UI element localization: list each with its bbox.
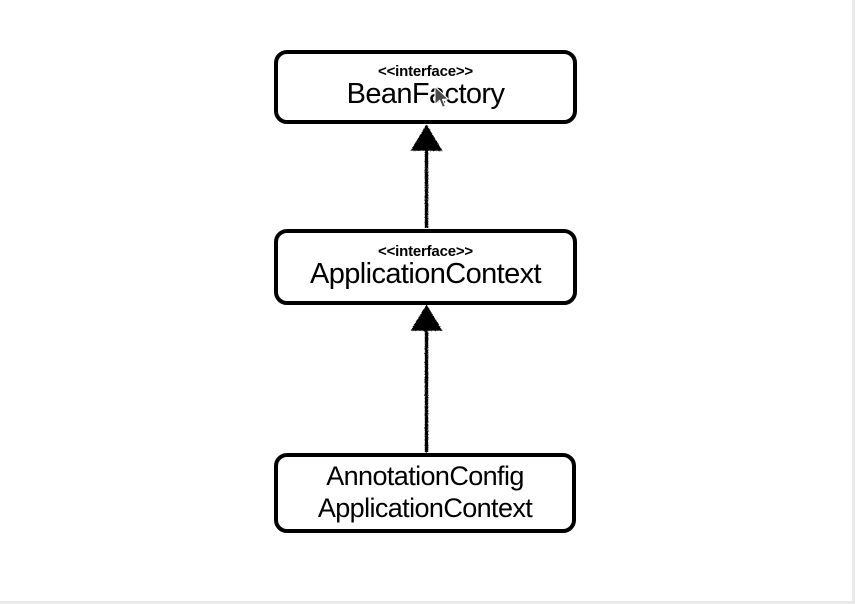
class-node-applicationcontext[interactable]: <<interface>> ApplicationContext bbox=[274, 229, 577, 305]
node-name: ApplicationContext bbox=[309, 258, 542, 291]
node-stereotype: <<interface>> bbox=[378, 62, 473, 80]
class-node-beanfactory[interactable]: <<interface>> BeanFactory bbox=[274, 50, 577, 124]
generalization-edge-applicationcontext-to-beanfactory bbox=[410, 124, 443, 228]
node-name-line-2: ApplicationContext bbox=[317, 493, 533, 523]
node-name-line-1: AnnotationConfig bbox=[326, 461, 524, 492]
node-name: BeanFactory bbox=[346, 78, 505, 111]
generalization-edge-annotationconfig-to-applicationcontext bbox=[410, 304, 443, 452]
class-node-annotationconfigapplicationcontext[interactable]: AnnotationConfig ApplicationContext bbox=[274, 453, 576, 533]
node-stereotype: <<interface>> bbox=[378, 242, 473, 260]
